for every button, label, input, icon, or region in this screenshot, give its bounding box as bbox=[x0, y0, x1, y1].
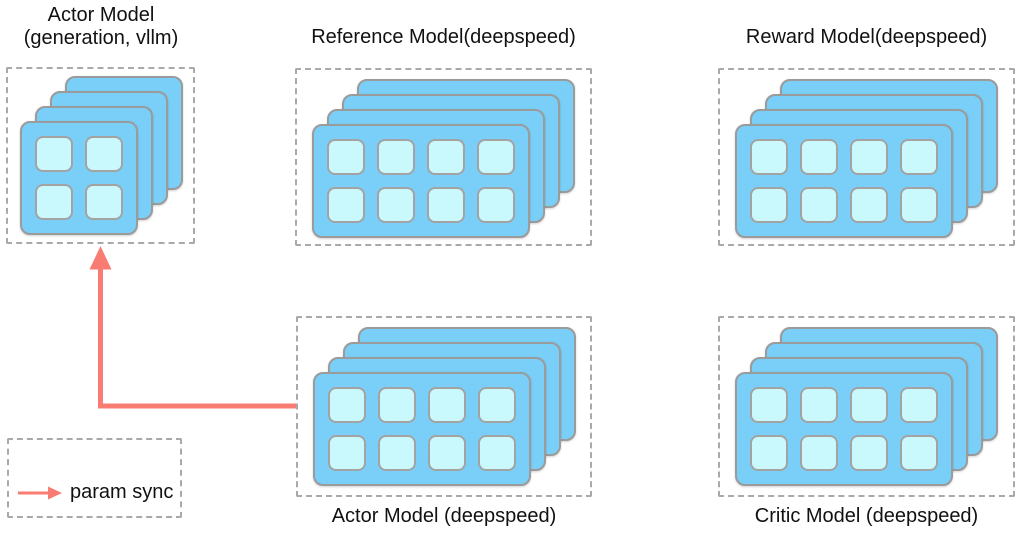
gpu-cell bbox=[750, 187, 788, 223]
gpu-cell bbox=[378, 435, 416, 471]
gpu-cell bbox=[800, 139, 838, 175]
gpu-card-front bbox=[735, 372, 953, 486]
node-box-actor-deepspeed bbox=[296, 316, 592, 497]
gpu-cell bbox=[85, 184, 123, 220]
gpu-cell bbox=[800, 435, 838, 471]
legend-label: param sync bbox=[70, 481, 174, 503]
gpu-cell bbox=[850, 387, 888, 423]
node-box-actor-vllm bbox=[6, 67, 195, 244]
node-title-reference-model: Reference Model(deepspeed) bbox=[295, 26, 592, 49]
gpu-cell bbox=[428, 387, 466, 423]
node-title-reward-model: Reward Model(deepspeed) bbox=[718, 26, 1015, 49]
node-box-reference-model bbox=[295, 68, 592, 246]
gpu-cell bbox=[850, 139, 888, 175]
gpu-cell bbox=[850, 435, 888, 471]
legend-box: param sync bbox=[7, 438, 182, 518]
node-title-critic-model: Critic Model (deepspeed) bbox=[718, 505, 1015, 528]
gpu-cell bbox=[800, 387, 838, 423]
node-title-line: (generation, vllm) bbox=[23, 27, 179, 49]
gpu-cell bbox=[327, 187, 365, 223]
gpu-cell bbox=[900, 187, 938, 223]
gpu-cell bbox=[428, 435, 466, 471]
gpu-cell bbox=[427, 139, 465, 175]
gpu-cell bbox=[328, 435, 366, 471]
node-title-line: Actor Model (deepspeed) bbox=[331, 505, 557, 527]
node-title-actor-deepspeed: Actor Model (deepspeed) bbox=[296, 505, 592, 528]
gpu-cell bbox=[800, 187, 838, 223]
gpu-cell bbox=[750, 387, 788, 423]
node-title-line: Actor Model bbox=[47, 4, 155, 26]
gpu-card-front bbox=[312, 124, 530, 238]
gpu-cell bbox=[377, 187, 415, 223]
node-title-line: Critic Model (deepspeed) bbox=[754, 505, 979, 527]
gpu-card-front bbox=[20, 121, 138, 235]
gpu-cell bbox=[377, 139, 415, 175]
node-title-line: Reference Model(deepspeed) bbox=[311, 26, 576, 48]
gpu-cell bbox=[478, 435, 516, 471]
gpu-cell bbox=[850, 187, 888, 223]
gpu-cell bbox=[477, 139, 515, 175]
node-box-reward-model bbox=[718, 68, 1015, 246]
gpu-cell bbox=[327, 139, 365, 175]
gpu-cell bbox=[378, 387, 416, 423]
gpu-card-front bbox=[313, 372, 531, 486]
gpu-cell bbox=[427, 187, 465, 223]
param-sync-arrow-icon bbox=[18, 486, 62, 499]
gpu-cell bbox=[900, 435, 938, 471]
node-box-critic-model bbox=[718, 316, 1015, 497]
gpu-cell bbox=[750, 435, 788, 471]
legend-item-param-sync: param sync bbox=[17, 481, 173, 504]
node-title-line: Reward Model(deepspeed) bbox=[745, 26, 988, 48]
gpu-cell bbox=[85, 136, 123, 172]
gpu-cell bbox=[328, 387, 366, 423]
gpu-cell bbox=[750, 139, 788, 175]
gpu-cell bbox=[35, 184, 73, 220]
gpu-cell bbox=[900, 139, 938, 175]
gpu-cell bbox=[35, 136, 73, 172]
gpu-cell bbox=[900, 387, 938, 423]
gpu-cell bbox=[477, 187, 515, 223]
gpu-cell bbox=[478, 387, 516, 423]
gpu-card-front bbox=[735, 124, 953, 238]
node-title-actor-vllm: Actor Model (generation, vllm) bbox=[0, 4, 202, 50]
